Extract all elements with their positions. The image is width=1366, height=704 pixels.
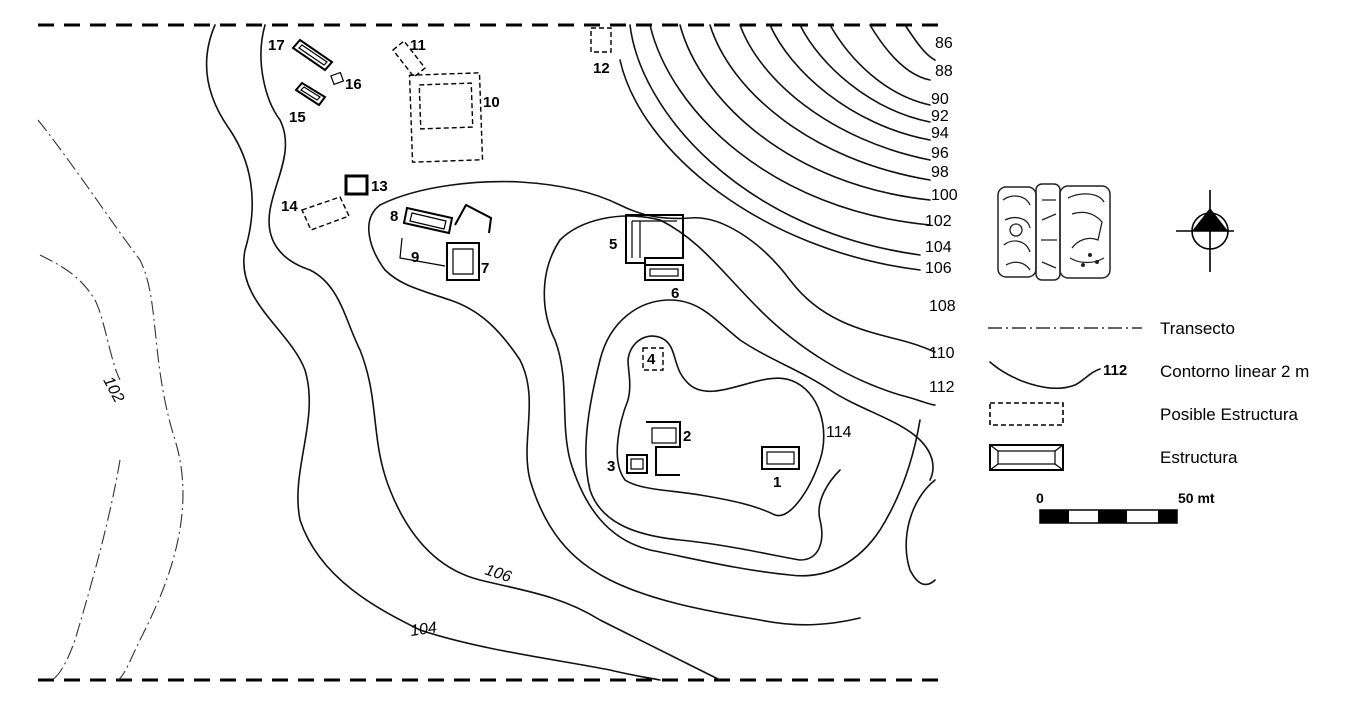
structure-2: 2	[646, 421, 691, 476]
contour-104r	[629, 24, 921, 256]
contour-114	[616, 335, 825, 517]
contour-right-blob	[905, 479, 936, 586]
label-96: 96	[931, 145, 949, 162]
structure-label-17: 17	[268, 37, 285, 54]
structure-9: 9	[399, 237, 446, 267]
structure-1: 1	[761, 446, 800, 491]
structure-label-15: 15	[289, 109, 306, 126]
label-104: 104	[925, 239, 952, 256]
contour-104	[205, 24, 661, 681]
structure-label-5: 5	[609, 236, 617, 253]
structure-label-3: 3	[607, 458, 615, 475]
structure-label-10: 10	[483, 94, 500, 111]
label-102-rotated: 102	[99, 374, 127, 406]
contour-108-inner	[368, 204, 861, 626]
structure-label-2: 2	[683, 428, 691, 445]
structure-14: 14	[281, 196, 350, 231]
contour-92	[799, 24, 931, 123]
structure-10: 10	[408, 72, 500, 163]
contour-98	[709, 24, 931, 181]
label-110: 110	[929, 345, 955, 362]
legend-contour-label: Contorno linear 2 m	[1160, 362, 1309, 381]
north-arrow-icon	[1176, 190, 1234, 272]
structure-15: 15	[289, 81, 327, 126]
contour-112	[599, 299, 934, 481]
structure-4: 4	[642, 347, 664, 371]
contour-110-inner	[543, 239, 921, 577]
structure-label-6: 6	[671, 285, 679, 302]
label-86: 86	[935, 35, 953, 52]
scale-start-label: 0	[1036, 490, 1044, 506]
structure-label-8: 8	[390, 208, 398, 225]
structure-5: 5	[609, 214, 684, 264]
legend-structure-label: Estructura	[1160, 448, 1238, 467]
legend-possible-label: Posible Estructura	[1160, 405, 1298, 424]
label-112: 112	[929, 379, 955, 396]
scale-bar: 0 50 mt	[1036, 490, 1215, 524]
structure-label-1: 1	[773, 474, 781, 491]
legend: Transecto 112 Contorno linear 2 m Posibl…	[988, 319, 1309, 471]
structure-3: 3	[607, 454, 648, 475]
legend-possible-sample	[989, 402, 1064, 426]
contour-100	[679, 24, 931, 201]
label-114: 114	[826, 424, 852, 441]
contour-102-left	[39, 254, 121, 381]
label-100: 100	[931, 187, 958, 204]
label-88: 88	[935, 63, 953, 80]
label-108: 108	[929, 298, 956, 315]
legend-transect-label: Transecto	[1160, 319, 1235, 338]
contour-86	[904, 24, 936, 61]
contour-90	[829, 24, 931, 106]
label-92: 92	[931, 108, 949, 125]
structure-8: 8	[390, 206, 454, 235]
contour-112-inner	[585, 359, 841, 561]
contour-96	[739, 24, 931, 161]
legend-contour-sample	[989, 361, 1101, 389]
structure-label-4: 4	[647, 351, 656, 368]
legend-contour-sample-label: 112	[1103, 362, 1127, 379]
structure-9-wall	[399, 237, 446, 267]
scale-end-label: 50 mt	[1178, 490, 1215, 506]
label-90: 90	[931, 91, 949, 108]
contour-102-left2	[51, 459, 121, 681]
contour-102	[37, 119, 184, 681]
structure-17: 17	[268, 37, 334, 72]
label-94: 94	[931, 125, 949, 142]
structure-label-13: 13	[371, 178, 388, 195]
structure-label-12: 12	[593, 60, 610, 77]
structure-7: 7	[446, 242, 489, 281]
contour-88	[869, 24, 931, 81]
structure-6: 6	[644, 264, 684, 302]
structure-16: 16	[330, 71, 362, 93]
structure-open-frame	[454, 203, 493, 234]
maya-glyph-icon	[997, 183, 1111, 281]
structure-11: 11	[392, 37, 426, 78]
structure-12: 12	[590, 27, 612, 77]
structure-label-14: 14	[281, 198, 298, 215]
label-98: 98	[931, 164, 949, 181]
structure-label-16: 16	[345, 76, 362, 93]
contour-94	[769, 24, 931, 141]
contour-108	[379, 180, 936, 353]
label-102: 102	[925, 213, 952, 230]
legend-structure-sample	[989, 444, 1064, 471]
contour-106	[260, 24, 721, 681]
contour-110	[559, 215, 936, 406]
label-104-rotated: 104	[409, 619, 438, 640]
structure-label-11: 11	[410, 37, 426, 54]
label-106: 106	[925, 260, 952, 277]
contour-102r	[649, 24, 931, 226]
structure-13: 13	[344, 174, 388, 196]
structure-label-7: 7	[481, 260, 489, 277]
contour-106r	[619, 59, 921, 271]
structure-label-9: 9	[411, 249, 419, 266]
